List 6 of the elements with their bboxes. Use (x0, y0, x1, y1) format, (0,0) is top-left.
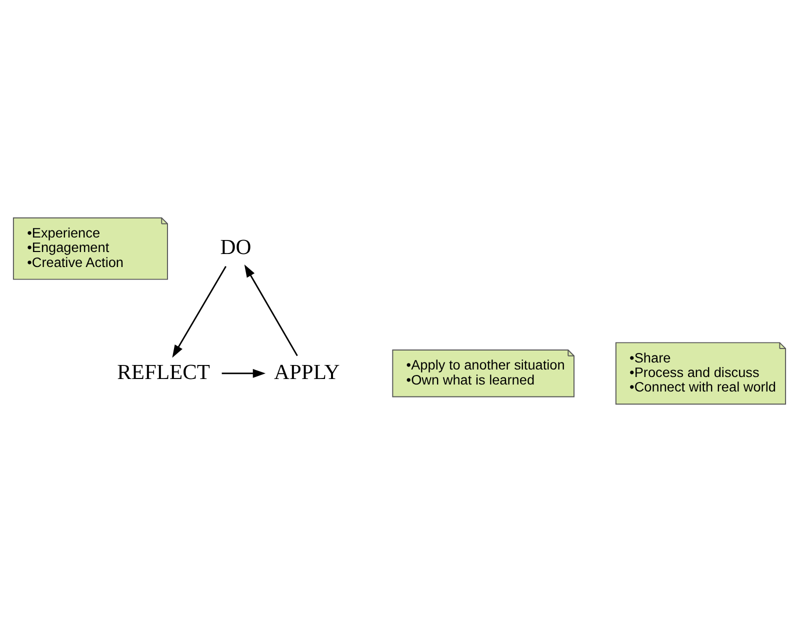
node-text: DO (220, 234, 252, 259)
arrow (172, 266, 226, 358)
arrow (222, 368, 266, 378)
node-text: REFLECT (117, 359, 210, 384)
node-text: APPLY (274, 359, 340, 384)
arrow (244, 264, 298, 356)
